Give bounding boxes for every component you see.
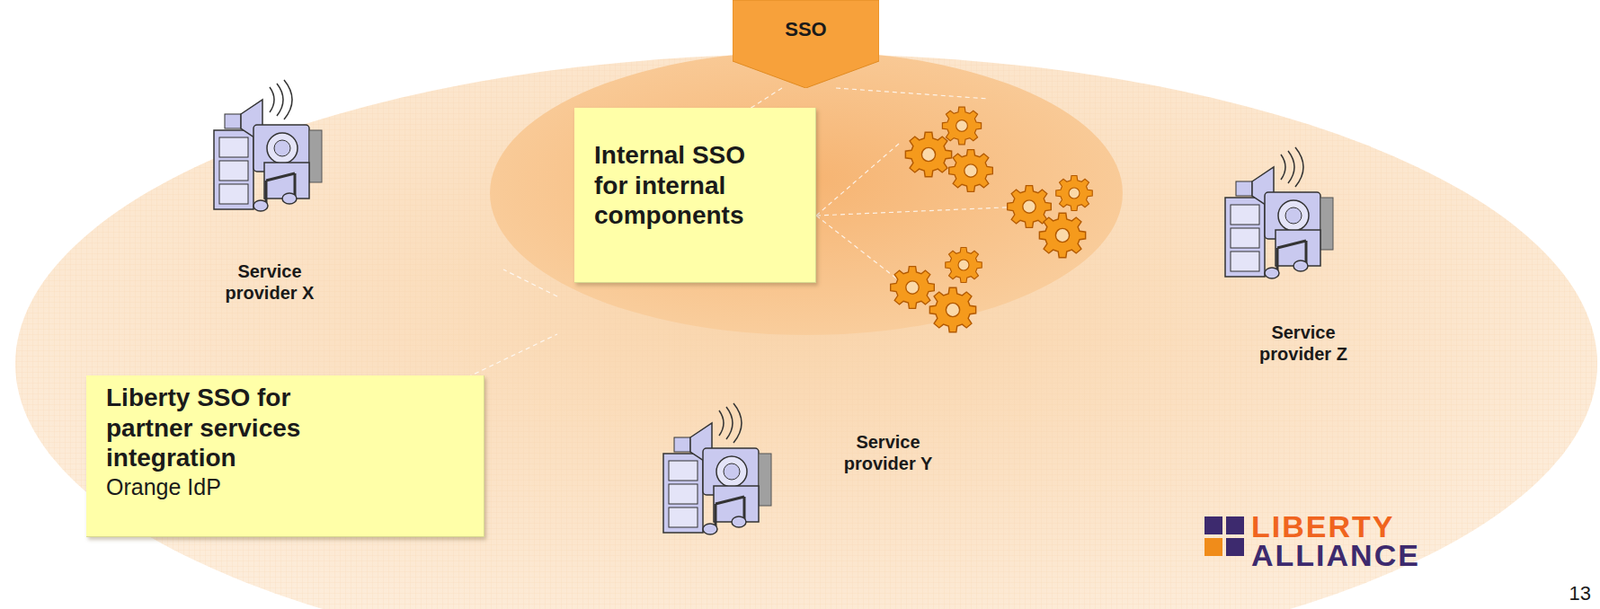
- callout-heading: Internal SSO for internal components: [594, 140, 779, 232]
- service-label: Service provider Z: [1235, 321, 1371, 365]
- logo-text: ALLIANCE: [1251, 537, 1485, 575]
- service-label: Service provider Y: [825, 431, 952, 475]
- media-icon: [213, 80, 322, 212]
- media-icon: [663, 403, 772, 535]
- sso-tab: SSO: [732, 0, 880, 89]
- callout-heading: SSO: [784, 17, 827, 42]
- callout-note: Liberty SSO for partner services integra…: [86, 375, 485, 538]
- tab-outline: [732, 0, 880, 89]
- leader-lines: [467, 88, 1025, 378]
- inner-region: [489, 51, 1123, 336]
- tab-shape: [732, 0, 880, 89]
- page-number: 13: [1528, 582, 1592, 606]
- callout-body: Orange IdP: [106, 473, 376, 501]
- gear-cluster: [890, 106, 1094, 333]
- media-icon: [1225, 147, 1334, 279]
- callout-note: Internal SSO for internal components: [574, 107, 817, 284]
- callout-heading: Liberty SSO for partner services integra…: [106, 382, 376, 474]
- service-label: Service provider X: [206, 260, 333, 304]
- liberty-logo-squares: [1204, 516, 1245, 557]
